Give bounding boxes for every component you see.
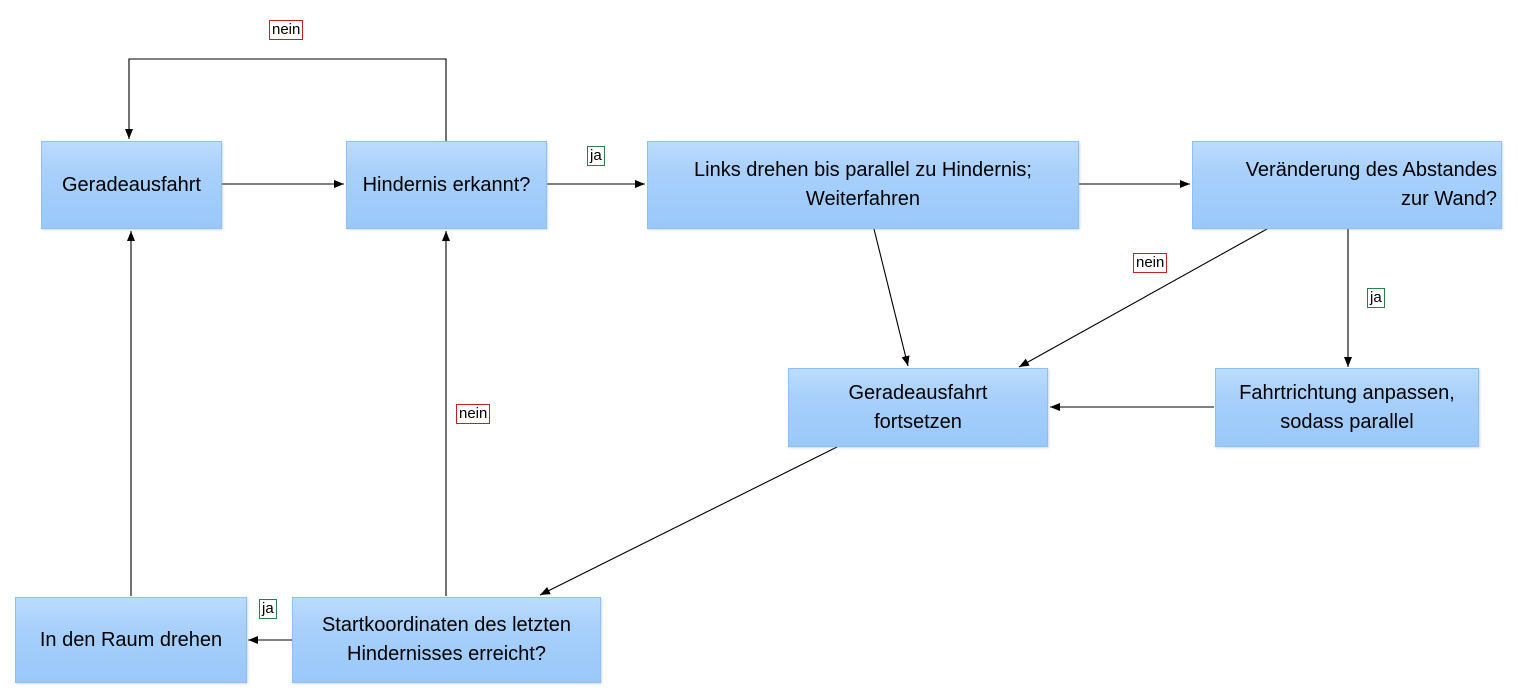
node-geradeausfahrt-fortsetzen-text: Geradeausfahrt fortsetzen bbox=[848, 381, 988, 433]
node-startkoordinaten-text: Startkoordinaten des letzten Hindernisse… bbox=[321, 614, 572, 665]
edge-obstacle-to-straight-loop bbox=[125, 58, 447, 142]
node-geradeausfahrt-fortsetzen: Geradeausfahrt fortsetzen bbox=[788, 368, 1048, 447]
node-links-drehen-text: Links drehen bis parallel zu Hindernis; … bbox=[694, 159, 1032, 210]
edge-continue-to-start-coords bbox=[539, 446, 838, 596]
node-links-drehen: Links drehen bis parallel zu Hindernis; … bbox=[647, 141, 1079, 229]
node-hindernis-erkannt: Hindernis erkannt? bbox=[346, 141, 547, 229]
edge-distance-to-continue bbox=[1018, 228, 1268, 368]
node-fahrtrichtung-anpassen: Fahrtrichtung anpassen, sodass parallel bbox=[1215, 368, 1479, 447]
node-abstand-veraenderung: Veränderung des Abstandes zur Wand? bbox=[1192, 141, 1502, 229]
node-abstand-veraenderung-text: Veränderung des Abstandes zur Wand? bbox=[1245, 159, 1497, 210]
node-geradeausfahrt-text: Geradeausfahrt bbox=[62, 173, 201, 196]
label-loop-nein: nein bbox=[269, 20, 304, 40]
node-geradeausfahrt: Geradeausfahrt bbox=[41, 141, 222, 229]
node-hindernis-erkannt-text: Hindernis erkannt? bbox=[362, 173, 531, 196]
label-start-nein: nein bbox=[456, 404, 491, 424]
label-obstacle-ja: ja bbox=[587, 146, 605, 166]
edge-turn-left-to-continue bbox=[873, 228, 910, 367]
label-distance-ja: ja bbox=[1367, 288, 1385, 308]
label-start-ja: ja bbox=[259, 599, 277, 619]
node-in-den-raum-drehen-text: In den Raum drehen bbox=[39, 628, 223, 651]
node-fahrtrichtung-anpassen-text: Fahrtrichtung anpassen, sodass parallel bbox=[1239, 381, 1455, 433]
label-distance-nein: nein bbox=[1133, 253, 1168, 273]
node-startkoordinaten: Startkoordinaten des letzten Hindernisse… bbox=[292, 597, 601, 683]
node-in-den-raum-drehen: In den Raum drehen bbox=[15, 597, 247, 683]
